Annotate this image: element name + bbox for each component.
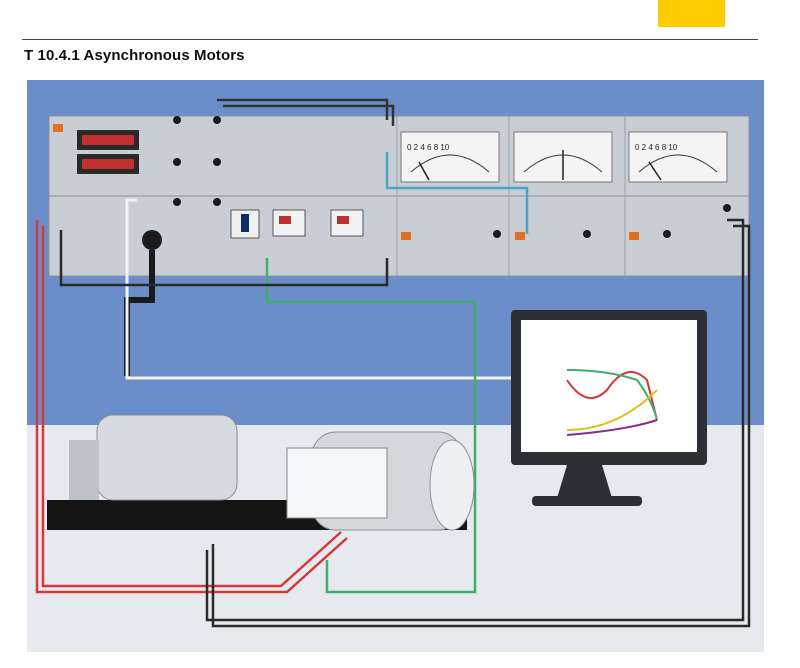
accent-square: [658, 0, 725, 27]
analog-meter-left: 0 2 4 6 8 10: [400, 131, 500, 183]
svg-text:0 2 4 6 8 10: 0 2 4 6 8 10: [635, 143, 678, 152]
analog-meter-right: 0 2 4 6 8 10: [628, 131, 728, 183]
svg-text:0 2 4 6 8 10: 0 2 4 6 8 10: [407, 143, 450, 152]
right-motor: [286, 431, 475, 531]
monitor: [511, 310, 707, 506]
left-motor: [69, 414, 238, 501]
power-switch: [53, 124, 63, 132]
page-title: T 10.4.1 Asynchronous Motors: [24, 47, 245, 64]
analog-meter-center: [513, 131, 613, 183]
equipment-illustration: 0 2 4 6 8 10 0 2 4 6 8 10: [27, 80, 764, 652]
header-rule: [22, 39, 758, 40]
